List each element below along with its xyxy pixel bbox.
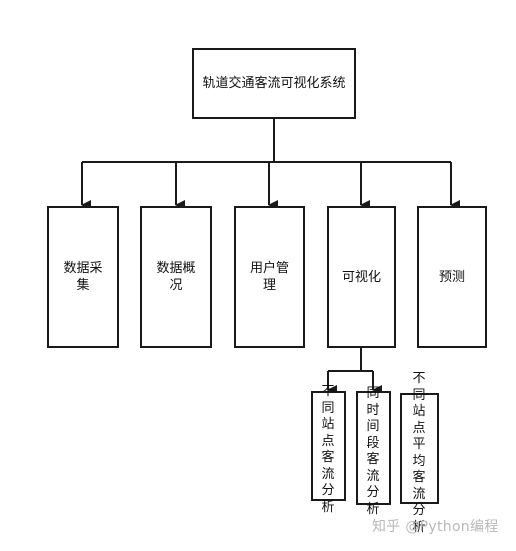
module-node-predict: 预测 [417,206,487,348]
module-node-collect: 数据采 集 [47,206,119,348]
sub-label-average: 不同站点平均客流分析 [412,371,426,535]
module-node-overview: 数据概 况 [140,206,212,348]
sub-node-average [400,393,439,504]
root-label: 轨道交通客流可视化系统 [202,76,346,91]
sub-label-station: 不同站点客流分析 [321,384,335,515]
sub-node-station [311,391,346,501]
module-label-overview: 数据概 况 [156,261,196,293]
watermark-text: 知乎 @Python编程 [372,519,499,535]
sub-node-time [356,391,391,505]
module-label-visual: 可视化 [341,269,381,285]
module-label-user: 用户管 理 [249,261,289,293]
sub-label-time: 同时间段客流分析 [366,386,380,517]
module-label-predict: 预测 [438,269,465,285]
module-node-visual: 可视化 [327,206,396,348]
root-node: 轨道交通客流可视化系统 [192,48,356,119]
module-node-user: 用户管 理 [234,206,305,348]
module-label-collect: 数据采 集 [63,261,103,293]
